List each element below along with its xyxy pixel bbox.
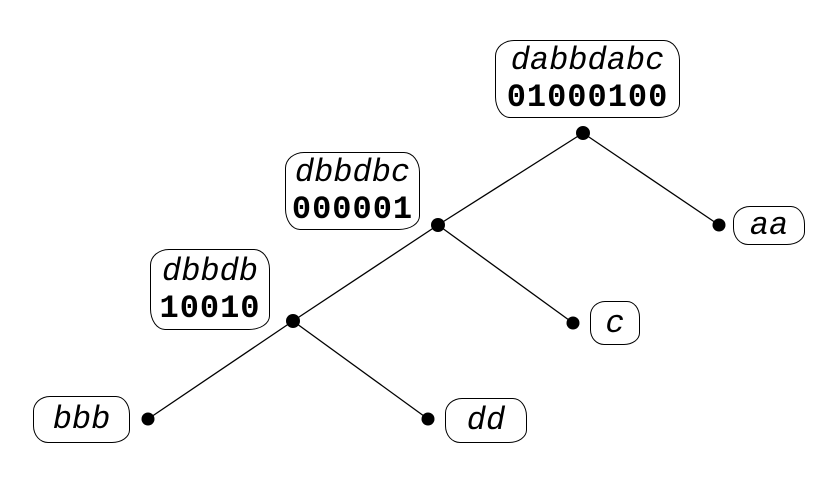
node-box-internal-left-left: dbbdb 10010 bbox=[150, 249, 270, 330]
node-box-leaf-dd: dd bbox=[445, 398, 527, 443]
edge-internal-left-to-internal-left-left bbox=[292, 224, 439, 322]
edge-root-to-internal-left bbox=[437, 132, 584, 226]
edge-root-to-leaf-aa bbox=[582, 132, 720, 226]
vertex-dot-leaf-bbb bbox=[141, 412, 155, 426]
node-code: 01000100 bbox=[506, 79, 669, 116]
node-box-leaf-c: c bbox=[590, 301, 640, 345]
node-string: dabbdabc bbox=[510, 42, 665, 79]
node-string: bbb bbox=[52, 401, 111, 438]
vertex-dot-leaf-dd bbox=[421, 412, 435, 426]
node-string: aa bbox=[749, 207, 789, 244]
node-code: 000001 bbox=[291, 191, 414, 228]
node-box-leaf-aa: aa bbox=[733, 206, 805, 245]
vertex-dot-internal-left bbox=[431, 218, 445, 232]
edge-internal-left-to-leaf-c bbox=[437, 224, 574, 324]
node-string: dd bbox=[466, 402, 506, 439]
node-string: dbbdb bbox=[161, 252, 258, 290]
node-string: c bbox=[605, 304, 625, 342]
vertex-dot-internal-left-left bbox=[286, 314, 300, 328]
node-box-internal-left: dbbdbc 000001 bbox=[285, 152, 420, 230]
vertex-dot-leaf-c bbox=[566, 316, 580, 330]
node-string: dbbdbc bbox=[294, 154, 411, 191]
vertex-dot-root bbox=[576, 126, 590, 140]
node-box-root: dabbdabc 01000100 bbox=[495, 40, 680, 118]
vertex-dot-leaf-aa bbox=[712, 218, 726, 232]
node-box-leaf-bbb: bbb bbox=[33, 396, 130, 443]
node-code: 10010 bbox=[159, 289, 261, 327]
edge-internal-left-left-to-leaf-dd bbox=[292, 320, 429, 420]
edge-internal-left-left-to-leaf-bbb bbox=[147, 320, 294, 420]
